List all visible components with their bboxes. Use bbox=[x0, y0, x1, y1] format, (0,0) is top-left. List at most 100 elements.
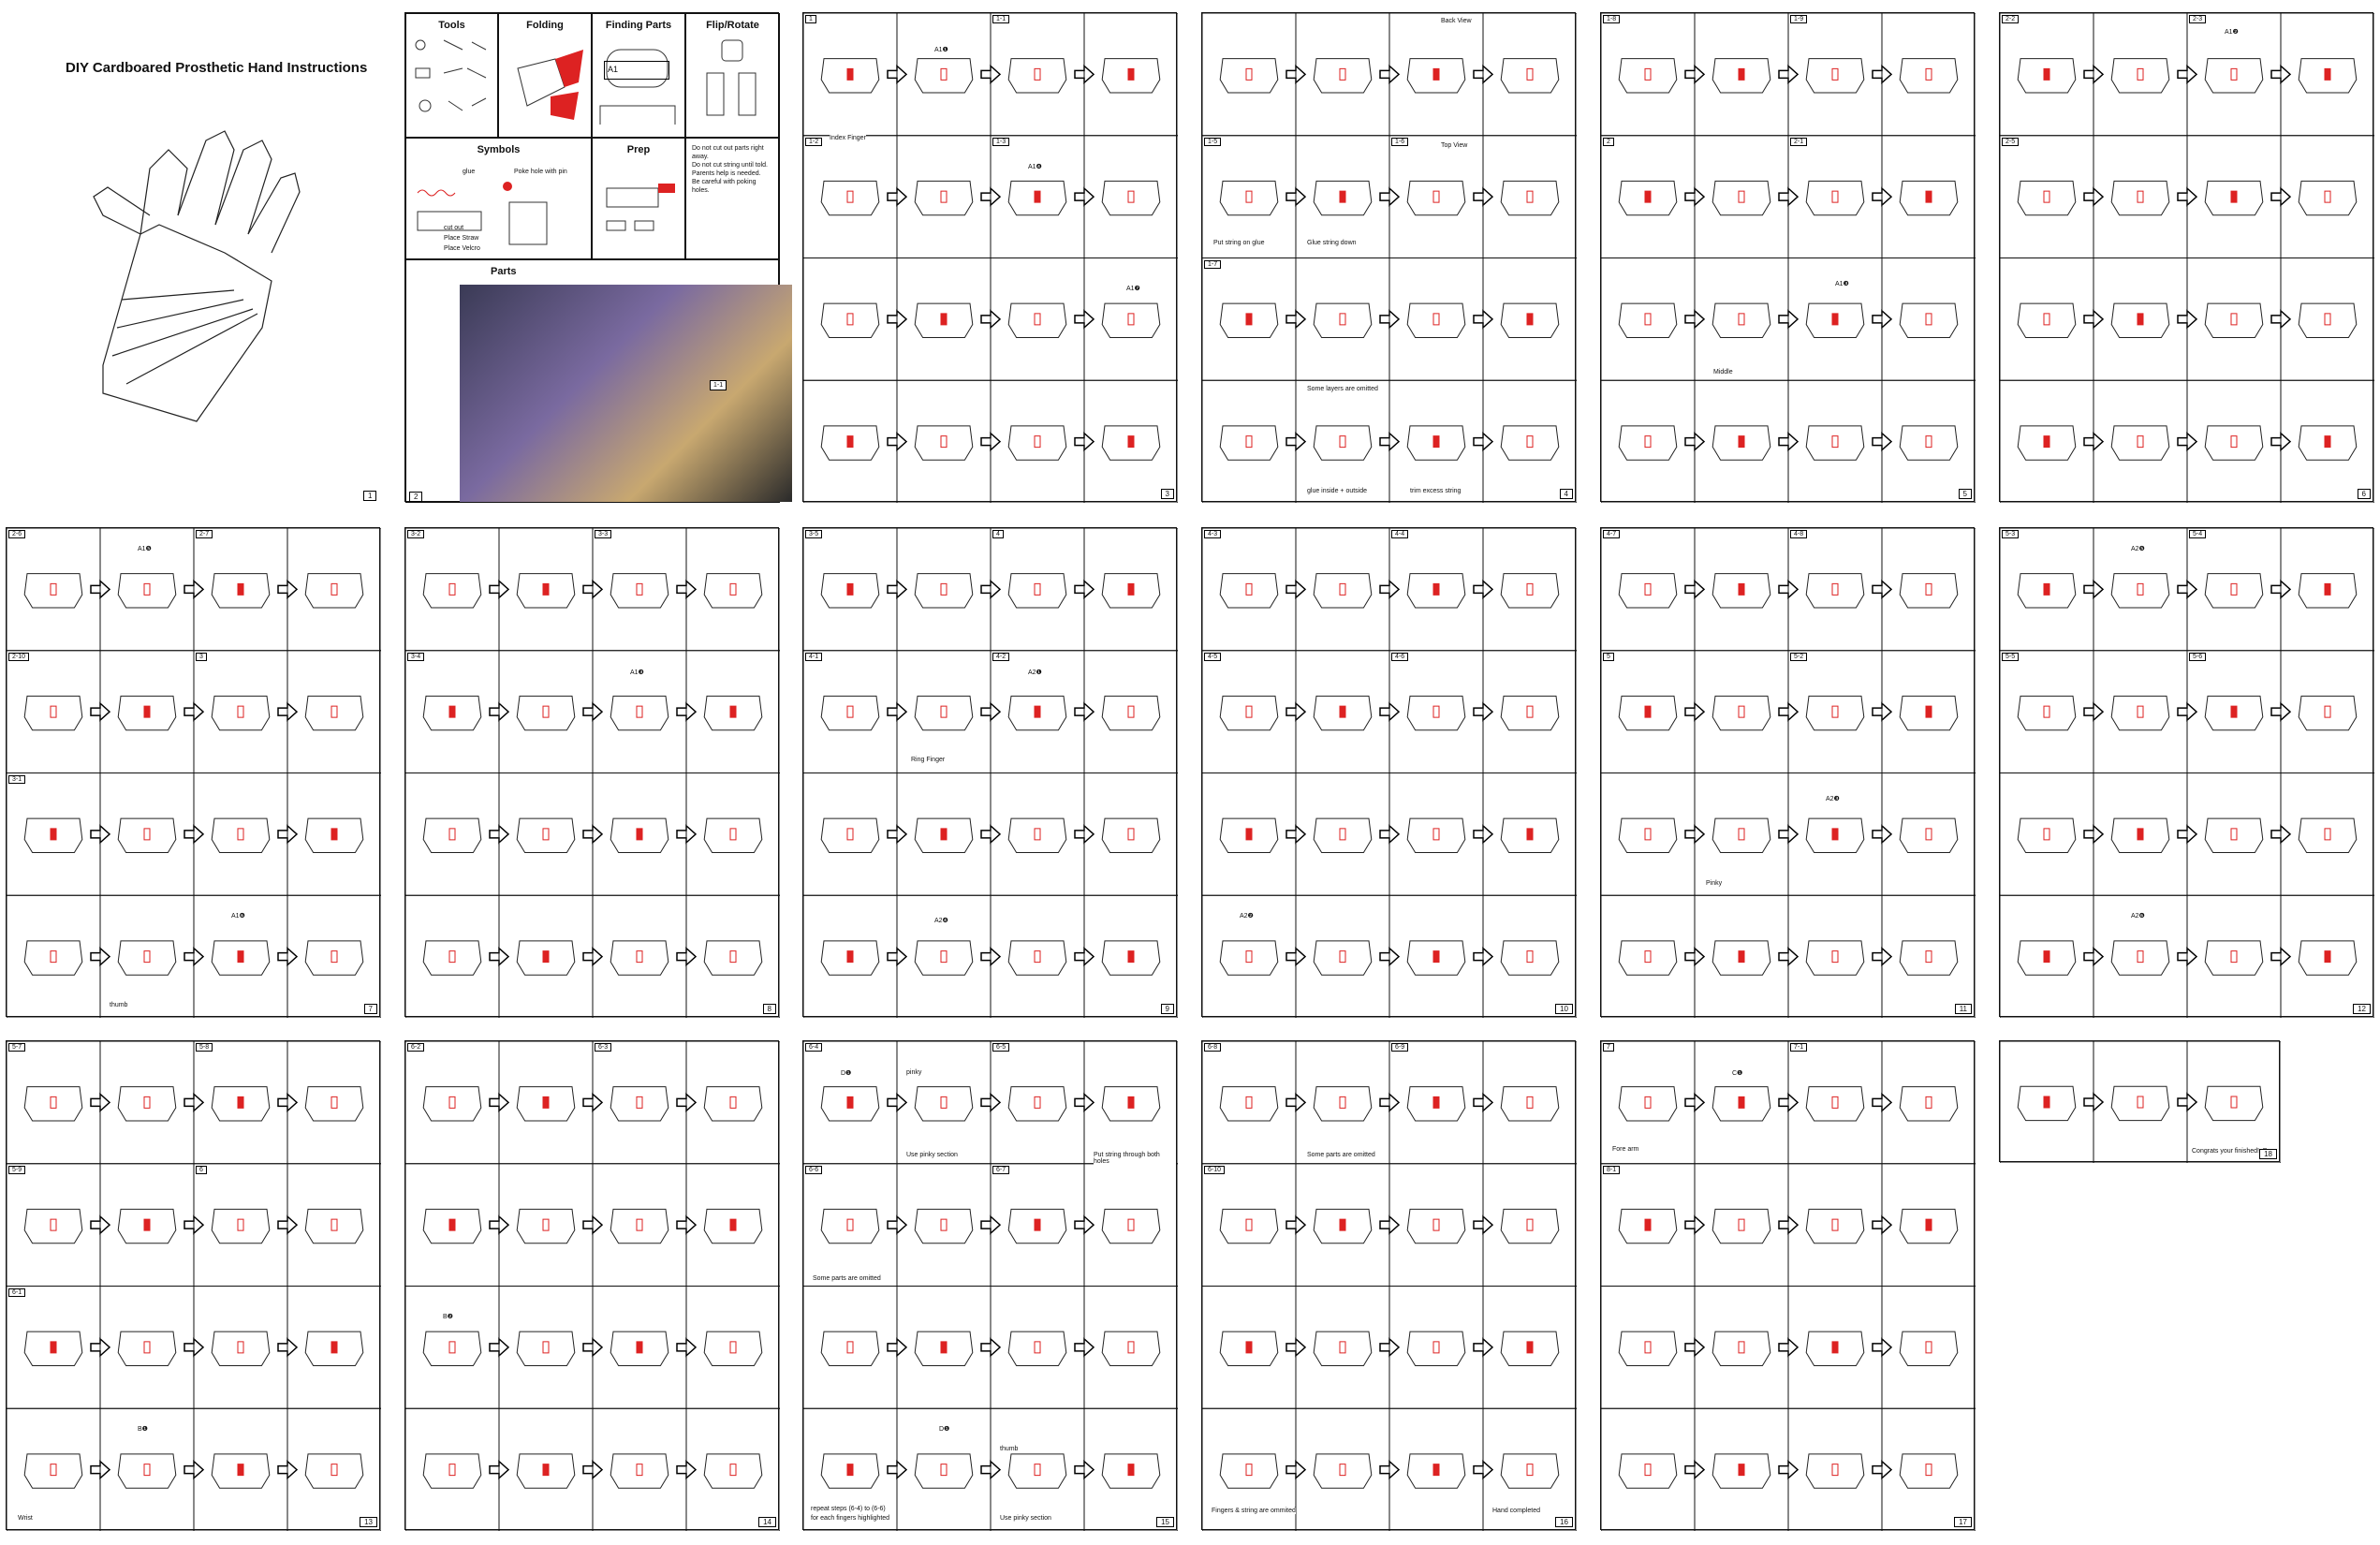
step-cell bbox=[499, 773, 593, 896]
part-label-a1: A1 bbox=[604, 61, 669, 80]
part-outline bbox=[1900, 574, 1958, 608]
part-outline bbox=[212, 818, 270, 852]
step-caption: B❷ bbox=[443, 1313, 453, 1320]
part-outline bbox=[1619, 426, 1677, 460]
straw-mark bbox=[1433, 706, 1439, 717]
straw-mark bbox=[1340, 951, 1345, 963]
step-1-1-label: 1-1 bbox=[710, 380, 727, 390]
part-outline bbox=[2018, 181, 2076, 214]
part-outline bbox=[1501, 1454, 1559, 1488]
part-outline bbox=[1712, 181, 1770, 214]
part-outline bbox=[1806, 181, 1864, 214]
straw-mark bbox=[1128, 1342, 1134, 1353]
step-cell bbox=[1483, 380, 1577, 503]
cutout-label: cut out bbox=[444, 223, 463, 233]
straw-mark bbox=[51, 583, 56, 595]
step-number: 4-6 bbox=[1391, 653, 1408, 661]
straw-mark bbox=[941, 68, 947, 80]
part-outline bbox=[24, 941, 82, 975]
straw-mark bbox=[847, 1219, 853, 1230]
straw-mark bbox=[2231, 436, 2237, 448]
step-cell bbox=[2187, 258, 2281, 381]
straw-mark bbox=[1433, 1219, 1439, 1230]
step-cell bbox=[803, 1287, 897, 1409]
step-cell bbox=[1202, 13, 1296, 136]
step-number: 5-6 bbox=[2189, 653, 2206, 661]
part-outline bbox=[915, 941, 973, 975]
straw-mark bbox=[1926, 583, 1932, 595]
part-outline bbox=[1806, 1454, 1864, 1488]
part-outline bbox=[305, 1087, 363, 1121]
straw-mark bbox=[1527, 1219, 1533, 1230]
step-cell bbox=[1202, 528, 1296, 651]
part-outline bbox=[2205, 1086, 2263, 1120]
step-cell bbox=[2094, 380, 2187, 503]
step-number: 3-2 bbox=[407, 530, 424, 538]
straw-mark bbox=[1527, 191, 1533, 202]
step-caption: Fingers & string are ommited bbox=[1212, 1508, 1296, 1514]
step-grid bbox=[803, 528, 1178, 1018]
straw-mark bbox=[637, 706, 642, 717]
step-caption: Put string through both holes bbox=[1094, 1152, 1176, 1165]
symbols-box: Symbols glue Poke hole with pin cut out … bbox=[405, 138, 592, 259]
part-outline bbox=[1314, 818, 1372, 852]
straw-mark bbox=[51, 1342, 56, 1353]
straw-mark bbox=[2138, 68, 2143, 80]
straw-mark bbox=[637, 1096, 642, 1108]
straw-mark bbox=[331, 1464, 337, 1476]
part-outline bbox=[1712, 1209, 1770, 1243]
part-outline bbox=[118, 574, 176, 608]
straw-mark bbox=[2231, 951, 2237, 963]
part-outline bbox=[118, 1332, 176, 1365]
step-cell bbox=[1788, 895, 1882, 1018]
part-outline bbox=[1407, 1332, 1465, 1365]
straw-mark bbox=[1035, 829, 1040, 840]
part-outline bbox=[2205, 818, 2263, 852]
straw-mark bbox=[1527, 706, 1533, 717]
step-cell bbox=[593, 1041, 686, 1164]
step-caption: A1❸ bbox=[630, 669, 644, 676]
step-grid bbox=[1202, 528, 1577, 1018]
straw-mark bbox=[2044, 706, 2049, 717]
part-outline bbox=[423, 818, 481, 852]
straw-mark bbox=[449, 583, 455, 595]
straw-mark bbox=[1527, 829, 1533, 840]
step-cell bbox=[194, 773, 287, 896]
straw-mark bbox=[1645, 314, 1651, 325]
straw-mark bbox=[144, 1219, 150, 1230]
part-outline bbox=[1407, 818, 1465, 852]
page-number: 15 bbox=[1156, 1517, 1174, 1527]
straw-mark bbox=[1926, 191, 1932, 202]
part-outline bbox=[915, 1209, 973, 1243]
part-outline bbox=[2018, 696, 2076, 729]
straw-mark bbox=[543, 706, 549, 717]
step-grid bbox=[803, 1041, 1178, 1531]
step-number: 1-3 bbox=[992, 138, 1009, 146]
page-number: 11 bbox=[1955, 1004, 1972, 1014]
part-outline bbox=[118, 941, 176, 975]
straw-mark bbox=[1340, 68, 1345, 80]
step-cell bbox=[1389, 258, 1483, 381]
straw-mark bbox=[1433, 68, 1439, 80]
part-outline bbox=[1220, 1087, 1278, 1121]
part-outline bbox=[1501, 181, 1559, 214]
straw-mark bbox=[1739, 68, 1744, 80]
step-cell bbox=[686, 528, 780, 651]
straw-mark bbox=[1246, 1342, 1252, 1353]
part-outline bbox=[517, 696, 575, 729]
part-outline bbox=[1806, 696, 1864, 729]
step-grid bbox=[2000, 1041, 2281, 1163]
straw-mark bbox=[1246, 583, 1252, 595]
straw-mark bbox=[1832, 1219, 1838, 1230]
step-caption: Some parts are omitted bbox=[1307, 1152, 1375, 1158]
step-number: 6-7 bbox=[992, 1166, 1009, 1174]
page-number: 7 bbox=[364, 1004, 377, 1014]
straw-mark bbox=[1246, 1464, 1252, 1476]
part-outline bbox=[1102, 181, 1160, 214]
part-outline bbox=[1900, 818, 1958, 852]
part-outline bbox=[821, 696, 879, 729]
step-cell bbox=[1601, 1408, 1695, 1531]
straw-mark bbox=[449, 1464, 455, 1476]
part-outline bbox=[1220, 1209, 1278, 1243]
step-number: 6-6 bbox=[805, 1166, 822, 1174]
